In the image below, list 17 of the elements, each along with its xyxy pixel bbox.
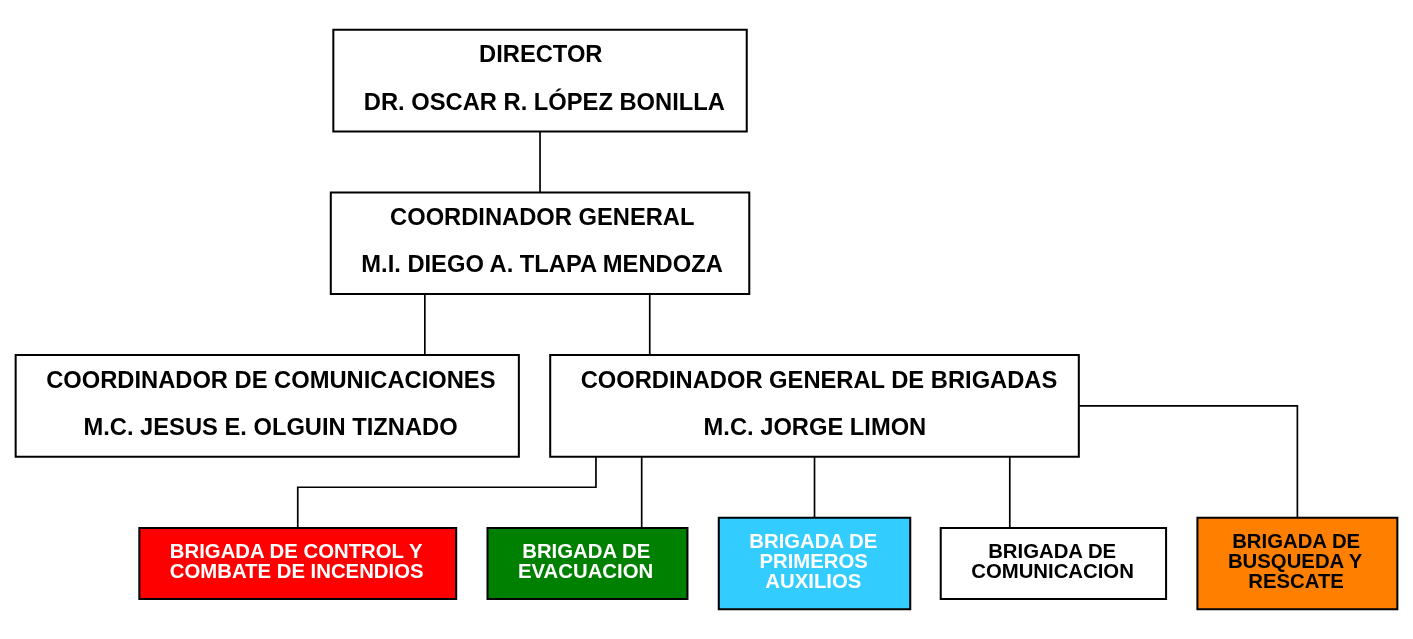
node-box: COORDINADOR DE COMUNICACIONES M.C. JESUS E. OLGUIN TIZNADO: [14, 354, 520, 458]
node-box: DIRECTOR DR. OSCAR R. LÓPEZ BONILLA: [332, 28, 748, 133]
connector: [539, 130, 541, 194]
node-box: BRIGADA DE PRIMEROS AUXILIOS: [717, 516, 912, 611]
connector: [296, 456, 597, 529]
node-box: COORDINADOR GENERAL M.I. DIEGO A. TLAPA MENDOZA: [329, 191, 751, 296]
connector: [813, 456, 816, 519]
node-box: BRIGADA DE BUSQUEDA Y RESCATE: [1196, 516, 1399, 611]
node-box: COORDINADOR GENERAL DE BRIGADAS M.C. JORGE LIMON: [549, 354, 1080, 458]
connector: [640, 456, 643, 529]
node-box: BRIGADA DE EVACUACION: [486, 526, 689, 601]
connector: [423, 293, 426, 356]
connector: [1008, 456, 1011, 529]
node-box: BRIGADA DE COMUNICACION: [939, 526, 1168, 601]
node-box: BRIGADA DE CONTROL Y COMBATE DE INCENDIOS: [138, 526, 458, 601]
connector: [1078, 405, 1299, 518]
connector: [648, 293, 651, 356]
